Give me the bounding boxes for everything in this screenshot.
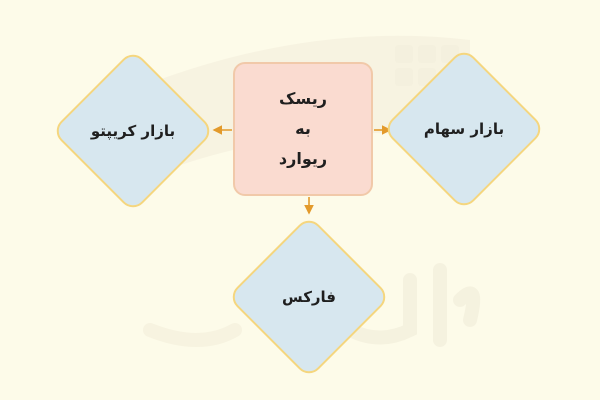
center-line-3: ریوارد: [278, 149, 328, 168]
center-line-2: به: [295, 119, 311, 138]
forex-label: فارکس: [281, 288, 337, 306]
stocks-label: بازار سهام: [423, 120, 505, 138]
risk-reward-node: ریسک به ریوارد: [233, 62, 373, 196]
crypto-label: بازار کریپتو: [90, 122, 176, 140]
center-line-1: ریسک: [279, 89, 327, 108]
